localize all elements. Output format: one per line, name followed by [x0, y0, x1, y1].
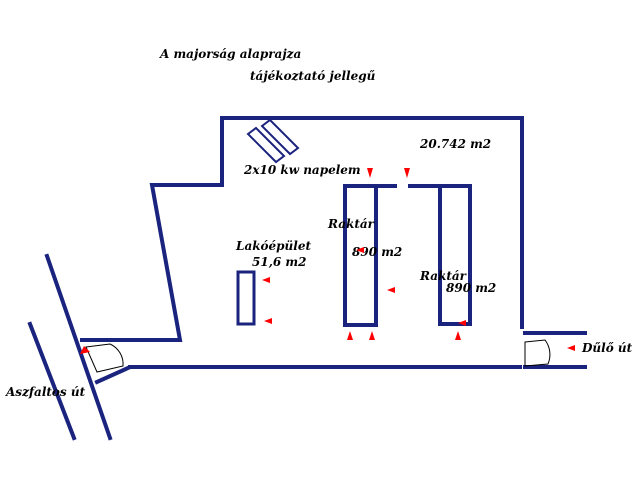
arrow-left-icon — [264, 318, 272, 324]
warehouse2-label: Raktár — [419, 269, 468, 283]
residential-area: 51,6 m2 — [252, 255, 306, 269]
arrow-left-icon — [387, 287, 395, 293]
plan-subtitle: tájékoztató jellegű — [250, 69, 376, 83]
warehouse-2 — [438, 184, 472, 326]
asphalt-gate-line — [94, 365, 131, 385]
arrow-left-icon — [458, 320, 466, 326]
arrow-up-icon — [347, 331, 353, 340]
gate-left — [85, 343, 124, 373]
residential-building — [236, 270, 256, 326]
plan-title: A majorság alaprajza — [159, 47, 301, 61]
solar-panels-icon — [246, 118, 300, 164]
area-label: 20.742 m2 — [419, 137, 491, 151]
entrance-arrows — [80, 168, 575, 354]
arrow-left-icon — [356, 247, 364, 253]
road-left-label: Aszfaltos út — [5, 385, 86, 399]
road-right-label: Dűlő út — [581, 341, 633, 355]
warehouse2-area: 890 m2 — [446, 281, 496, 295]
arrow-up-icon — [369, 331, 375, 340]
warehouse1-label: Raktár — [327, 217, 376, 231]
warehouse1-area: 890 m2 — [352, 245, 402, 259]
solar-label: 2x10 kw napelem — [243, 163, 361, 177]
arrow-left-icon — [262, 277, 270, 283]
arrow-up-icon — [455, 331, 461, 340]
arrow-icon — [80, 346, 90, 354]
arrow-left-icon — [567, 345, 575, 351]
arrow-down-icon — [367, 168, 373, 178]
asphalt-road-edge-2 — [27, 321, 77, 441]
residential-label: Lakóépület — [235, 239, 311, 253]
gate-right — [524, 339, 551, 367]
warehouse-1 — [343, 184, 397, 327]
arrow-down-icon — [404, 168, 410, 178]
property-boundary — [80, 116, 524, 342]
asphalt-road-edge-1 — [44, 253, 113, 441]
